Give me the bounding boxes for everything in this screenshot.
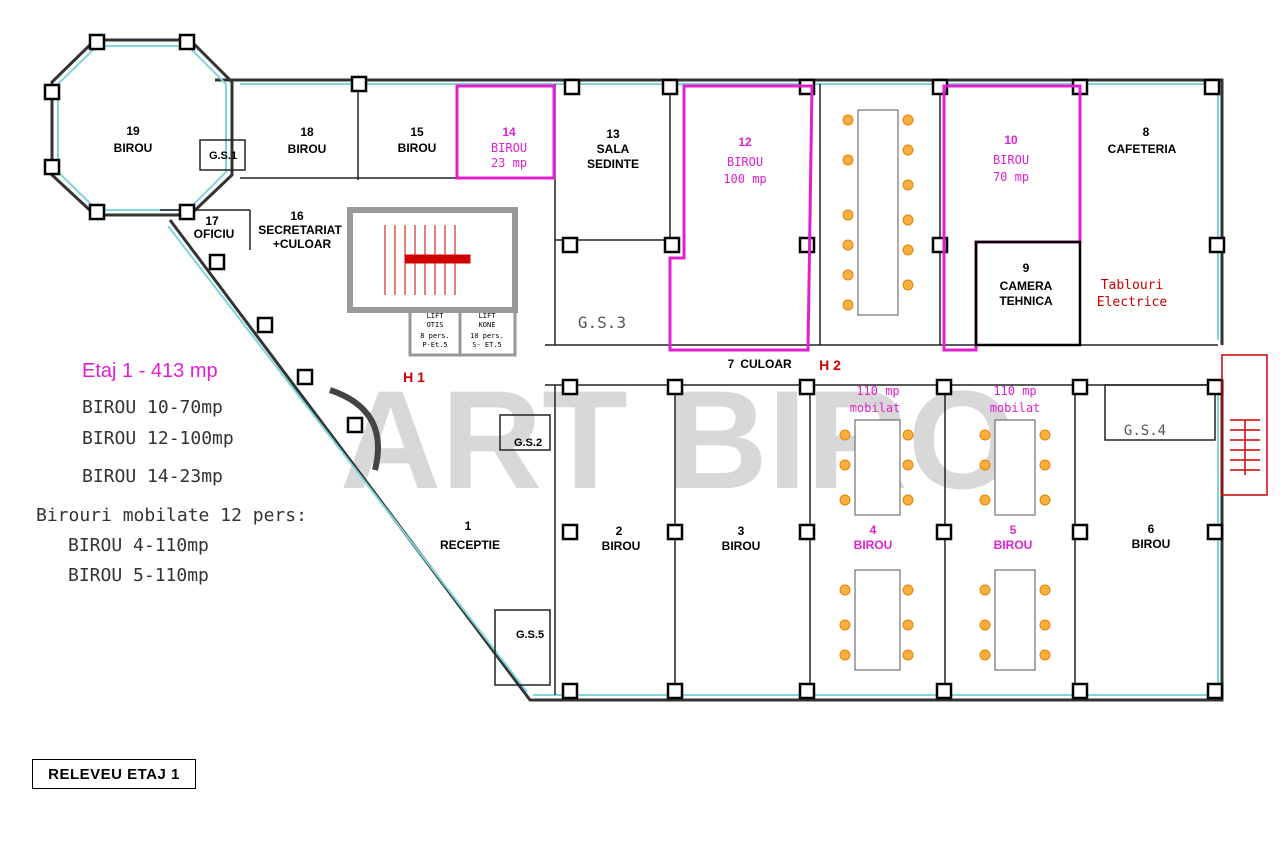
room-15-number: 15	[410, 125, 424, 139]
lift-1-line3: 8 pers.	[420, 332, 450, 340]
tech-note-line2: Electrice	[1097, 295, 1168, 310]
legend-line-6: BIROU 5-110mp	[68, 565, 209, 586]
wc-2-label: G.S.2	[514, 437, 542, 449]
hydrant-1-label: H 1	[403, 369, 425, 385]
room-9-name: CAMERA	[1000, 279, 1053, 293]
room-18-name: BIROU	[288, 142, 327, 156]
room-4-name: BIROU	[854, 538, 893, 552]
room-9-number: 9	[1023, 261, 1030, 275]
lift-2-line2: KONE	[479, 321, 496, 329]
room-16-name: SECRETARIAT	[258, 223, 342, 237]
exterior-stair	[1221, 354, 1268, 496]
lift-1-line1: LIFT	[427, 312, 445, 320]
legend-line-4: Birouri mobilate 12 pers:	[36, 505, 307, 526]
room-14-name: BIROU	[491, 141, 527, 155]
room-5-note: mobilat	[990, 401, 1041, 415]
legend-line-1: BIROU 10-70mp	[82, 397, 223, 418]
desk-groups	[854, 109, 1036, 671]
room-13-number: 13	[606, 127, 620, 141]
lift-1-line2: OTIS	[427, 321, 444, 329]
legend-line-2: BIROU 12-100mp	[82, 428, 234, 449]
room-10-area: 70 mp	[993, 170, 1029, 184]
wc-5-label: G.S.5	[516, 629, 544, 641]
room-2-number: 2	[616, 524, 623, 538]
room-16-number: 16	[290, 209, 304, 223]
room-19-number: 19	[126, 124, 140, 138]
room-4-note: mobilat	[850, 401, 901, 415]
room-9-name2: TEHNICA	[999, 294, 1053, 308]
room-7-number: 7	[728, 357, 735, 371]
room-1-name: RECEPTIE	[440, 538, 500, 552]
lift-1-line4: P-Et.5	[422, 341, 447, 349]
room-5-name: BIROU	[994, 538, 1033, 552]
room-8-number: 8	[1143, 125, 1150, 139]
room-13-name2: SEDINTE	[587, 157, 639, 171]
room-14-area: 23 mp	[491, 156, 527, 170]
room-19-name: BIROU	[114, 141, 153, 155]
stair-core	[347, 207, 518, 357]
room-17-name: OFICIU	[194, 227, 235, 241]
room-6-number: 6	[1148, 522, 1155, 536]
wc-1-label: G.S.1	[209, 150, 237, 162]
room-5-area: 110 mp	[993, 384, 1036, 398]
lift-2-line4: S- ET.5	[472, 341, 502, 349]
room-2-name: BIROU	[602, 539, 641, 553]
room-12-number: 12	[738, 135, 752, 149]
lift-2-line1: LIFT	[479, 312, 497, 320]
legend-line-3: BIROU 14-23mp	[82, 466, 223, 487]
columns	[43, 33, 1226, 700]
hydrant-2-label: H 2	[819, 357, 841, 373]
room-13-name: SALA	[597, 142, 630, 156]
legend-title: Etaj 1 - 413 mp	[82, 360, 218, 382]
room-3-number: 3	[738, 524, 745, 538]
wc-3-label: G.S.3	[578, 313, 626, 332]
room-3-name: BIROU	[722, 539, 761, 553]
room-7-name: CULOAR	[740, 357, 792, 371]
chairs	[839, 114, 1051, 661]
room-4-area: 110 mp	[856, 384, 899, 398]
room-15-name: BIROU	[398, 141, 437, 155]
room-6-name: BIROU	[1132, 537, 1171, 551]
title-block: RELEVEU ETAJ 1	[32, 759, 196, 789]
highlighted-offices	[455, 84, 1082, 352]
room-1-number: 1	[465, 519, 472, 533]
room-16-name2: +CULOAR	[273, 237, 332, 251]
room-10-name: BIROU	[993, 153, 1029, 167]
reception-desk	[329, 387, 381, 471]
wc-4-label: G.S.4	[1124, 423, 1166, 439]
room-5-number: 5	[1010, 523, 1017, 537]
legend-line-5: BIROU 4-110mp	[68, 535, 209, 556]
room-12-area: 100 mp	[723, 172, 766, 186]
room-18-number: 18	[300, 125, 314, 139]
room-4-number: 4	[870, 523, 877, 537]
tech-room	[974, 240, 1082, 347]
room-10-number: 10	[1004, 133, 1018, 147]
room-8-name: CAFETERIA	[1108, 142, 1177, 156]
tech-note-line1: Tablouri	[1101, 278, 1164, 293]
room-12-name: BIROU	[727, 155, 763, 169]
room-14-number: 14	[502, 125, 516, 139]
room-17-number: 17	[205, 214, 219, 228]
lift-2-line3: 10 pers.	[470, 332, 504, 340]
